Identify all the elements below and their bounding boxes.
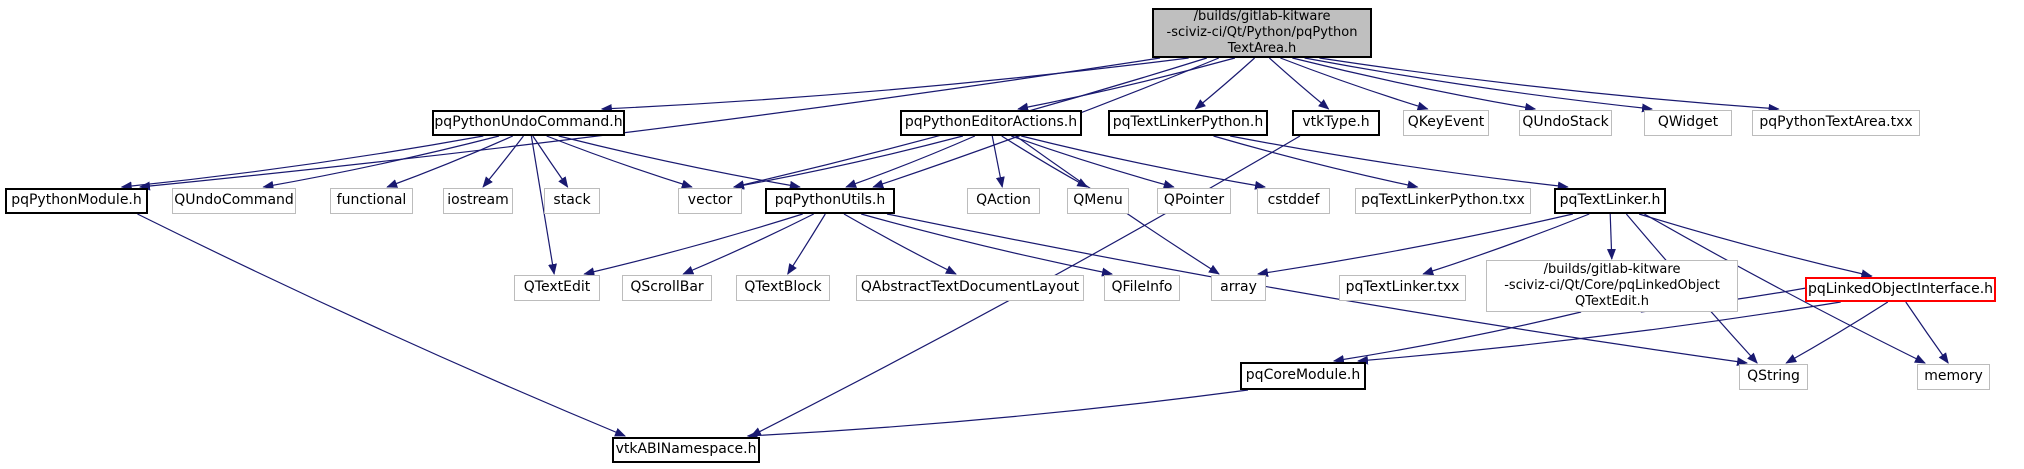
include-edge-pqPythonEditorActions-to-QAction: [991, 135, 1005, 188]
include-edge-pqPythonUtils-to-QString: [886, 213, 1748, 367]
graph-node-pqTextLinker_txx: pqTextLinker.txx: [1339, 275, 1466, 301]
include-edge-pqPythonUndoCommand-to-vector: [546, 135, 693, 189]
include-edge-pqPythonUndoCommand-to-QTextEdit: [530, 135, 557, 275]
graph-node-pqLinkedObjectQTextEdit: /builds/gitlab-kitware -sciviz-ci/Qt/Cor…: [1486, 260, 1738, 312]
include-edge-pqPythonEditorActions-to-cstddef: [1021, 135, 1266, 190]
graph-node-QFileInfo: QFileInfo: [1104, 275, 1180, 301]
graph-node-pqLinkedObjectInterface[interactable]: pqLinkedObjectInterface.h: [1805, 277, 1996, 302]
include-edge-pqPythonUndoCommand-to-pqPythonModule: [120, 135, 484, 191]
graph-node-functional: functional: [330, 188, 413, 214]
graph-node-pqCoreModule[interactable]: pqCoreModule.h: [1240, 362, 1366, 390]
graph-node-QPointer: QPointer: [1157, 188, 1231, 214]
include-edge-pqTextLinkerPython-to-pqTextLinker: [1230, 135, 1569, 191]
include-edge-pqTextLinker-to-pqLinkedObjectInterface: [1638, 213, 1873, 279]
graph-node-vtkABINamespace[interactable]: vtkABINamespace.h: [612, 437, 760, 463]
graph-node-vector: vector: [678, 188, 742, 214]
graph-node-QAbstractTextDocumentLayout: QAbstractTextDocumentLayout: [856, 275, 1084, 301]
graph-node-pqTextLinkerPython[interactable]: pqTextLinkerPython.h: [1108, 110, 1268, 136]
include-edge-pqPythonUtils-to-QFileInfo: [861, 213, 1113, 277]
graph-node-pqTextLinker[interactable]: pqTextLinker.h: [1554, 188, 1666, 214]
graph-node-QAction: QAction: [967, 188, 1040, 214]
include-edge-pqLinkedObjectInterface-to-memory: [1905, 301, 1949, 364]
include-edge-pqCoreModule-to-vtkABINamespace: [746, 389, 1249, 440]
include-edge-root-to-pqPythonEditorActions: [1017, 57, 1236, 112]
include-edge-pqPythonUndoCommand-to-pqPythonUtils: [558, 135, 801, 190]
graph-node-QTextEdit: QTextEdit: [514, 275, 600, 301]
include-edge-root-to-vtkType: [1268, 57, 1330, 110]
include-edge-pqPythonEditorActions-to-QMenu: [1001, 135, 1089, 188]
graph-node-QUndoCommand: QUndoCommand: [172, 188, 296, 214]
include-edge-pqPythonUndoCommand-to-iostream: [482, 135, 524, 188]
include-edge-pqPythonUndoCommand-to-functional: [386, 135, 514, 188]
include-edge-pqPythonModule-to-vtkABINamespace: [137, 213, 626, 437]
graph-node-QScrollBar: QScrollBar: [622, 275, 712, 301]
include-edge-root-to-QUndoStack: [1292, 57, 1537, 112]
graph-node-QString: QString: [1739, 364, 1808, 390]
graph-node-cstddef: cstddef: [1257, 188, 1330, 214]
graph-node-pqPythonEditorActions[interactable]: pqPythonEditorActions.h: [900, 110, 1082, 136]
graph-node-pqPythonModule[interactable]: pqPythonModule.h: [5, 188, 148, 214]
include-edge-pqLinkedObjectInterface-to-QString: [1785, 301, 1889, 364]
include-edge-pqPythonUtils-to-QAbstractTextDocumentLayout: [843, 213, 957, 275]
graph-node-vtkType[interactable]: vtkType.h: [1292, 110, 1380, 136]
graph-node-QKeyEvent: QKeyEvent: [1403, 110, 1489, 136]
include-edge-pqTextLinker-to-array: [1257, 213, 1573, 277]
include-edge-root-to-QWidget: [1304, 57, 1653, 113]
graph-node-pqPythonTextArea_txx: pqPythonTextArea.txx: [1752, 110, 1920, 136]
graph-node-memory: memory: [1917, 364, 1990, 390]
graph-node-QMenu: QMenu: [1067, 188, 1129, 214]
graph-node-stack: stack: [544, 188, 600, 214]
include-edge-pqPythonUtils-to-QTextBlock: [787, 213, 826, 275]
graph-node-pqTextLinkerPython_txx: pqTextLinkerPython.txx: [1355, 188, 1531, 214]
include-edge-pqPythonUtils-to-QScrollBar: [682, 213, 814, 275]
include-edge-pqPythonEditorActions-to-QPointer: [1011, 135, 1175, 189]
include-edge-root-to-pqTextLinkerPython: [1194, 57, 1256, 110]
include-edge-pqPythonEditorActions-to-vector: [733, 135, 964, 190]
include-edge-root-to-pqPythonUndoCommand: [600, 57, 1189, 114]
include-edge-pqTextLinker-to-pqTextLinker_txx: [1422, 213, 1590, 276]
include-edge-root-to-QKeyEvent: [1280, 57, 1429, 111]
include-edge-pqPythonEditorActions-to-pqPythonUtils: [845, 135, 976, 188]
include-edge-root-to-pqPythonModule: [139, 57, 1161, 191]
graph-node-QUndoStack: QUndoStack: [1519, 110, 1612, 136]
graph-node-pqPythonUndoCommand[interactable]: pqPythonUndoCommand.h: [432, 110, 625, 136]
include-edge-pqLinkedObjectInterface-to-pqCoreModule: [1357, 301, 1841, 365]
include-edge-pqPythonUndoCommand-to-stack: [532, 135, 569, 188]
graph-node-QWidget: QWidget: [1644, 110, 1732, 136]
include-edge-pqPythonUtils-to-QTextEdit: [583, 213, 803, 277]
graph-node-iostream: iostream: [443, 188, 513, 214]
include-edge-pqTextLinker-to-pqLinkedObjectQTextEdit: [1606, 213, 1616, 260]
graph-node-root: /builds/gitlab-kitware -sciviz-ci/Qt/Pyt…: [1152, 8, 1372, 58]
graph-node-pqPythonUtils[interactable]: pqPythonUtils.h: [765, 188, 895, 214]
include-edges: [120, 57, 1949, 440]
graph-node-array: array: [1211, 275, 1266, 301]
include-edge-root-to-pqPythonTextArea_txx: [1319, 57, 1780, 113]
include-edge-pqTextLinkerPython-to-pqTextLinkerPython_txx: [1213, 135, 1419, 190]
include-edge-pqPythonUndoCommand-to-QUndoCommand: [262, 135, 500, 190]
graph-node-QTextBlock: QTextBlock: [736, 275, 830, 301]
